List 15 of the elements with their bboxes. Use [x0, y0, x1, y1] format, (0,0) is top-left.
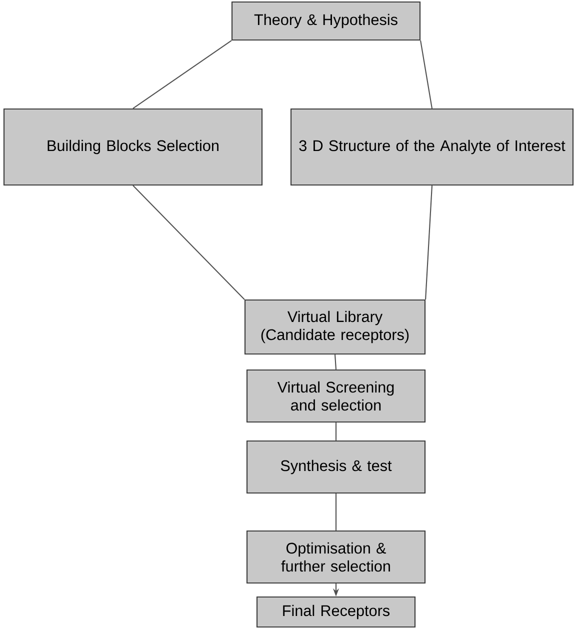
process-box: Virtual Library (Candidate receptors) [244, 299, 426, 355]
process-box: Building Blocks Selection [3, 108, 263, 186]
process-box: Synthesis & test [246, 440, 426, 494]
connector-line [335, 494, 337, 530]
connector-line [425, 186, 433, 300]
connector-line [420, 40, 433, 109]
connector-line [335, 422, 337, 440]
process-box: 3 D Structure of the Analyte of Interest [290, 108, 574, 186]
process-box: Final Receptors [256, 596, 416, 628]
process-box: Virtual Screening and selection [246, 369, 426, 423]
connector-line [132, 185, 245, 300]
process-box: Optimisation & further selection [246, 530, 426, 584]
connector-line [334, 354, 337, 370]
process-box: Theory & Hypothesis [231, 1, 421, 41]
connector-line [132, 40, 232, 109]
